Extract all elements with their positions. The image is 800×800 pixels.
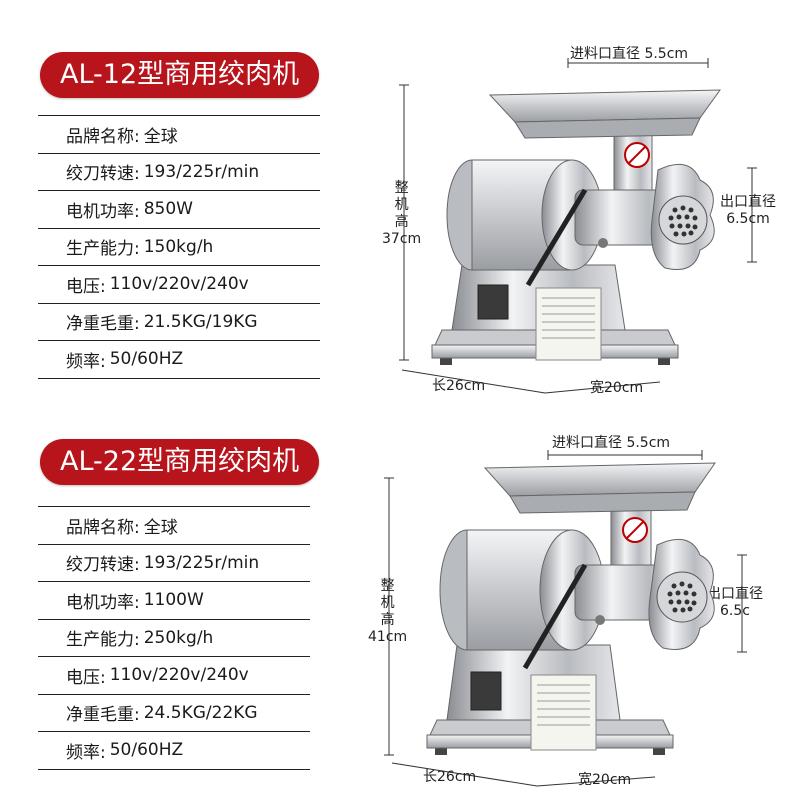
spec-value: 250kg/h [143, 627, 214, 648]
spec-table: 品牌名称:全球 绞刀转速:193/225r/min 电机功率:1100W 生产能… [38, 506, 310, 770]
spec-table: 品牌名称:全球 绞刀转速:193/225r/min 电机功率:850W 生产能力… [38, 115, 320, 379]
spec-row-speed: 绞刀转速:193/225r/min [38, 545, 310, 582]
height-value: 37cm [382, 231, 422, 247]
model-title: AL-12型商用绞肉机 [40, 52, 320, 98]
spec-value: 150kg/h [143, 236, 214, 257]
width-label: 宽20cm [578, 772, 632, 788]
spec-row-frequency: 频率:50/60HZ [38, 341, 320, 379]
spec-row-voltage: 电压:110v/220v/240v [38, 657, 310, 695]
spec-value: 850W [143, 199, 193, 220]
length-label: 长26cm [432, 378, 486, 394]
meat-grinder-image [431, 89, 721, 365]
height-char: 整 [394, 180, 409, 196]
height-char: 高 [394, 214, 409, 230]
height-label: 整 机 高 41cm [368, 578, 407, 646]
spec-value: 全球 [143, 517, 178, 538]
spec-label: 电压: [66, 276, 106, 297]
spec-value: 193/225r/min [143, 552, 260, 573]
spec-value: 50/60HZ [109, 349, 184, 370]
spec-value: 21.5KG/19KG [143, 311, 258, 332]
spec-row-capacity: 生产能力:250kg/h [38, 620, 310, 657]
spec-row-weight: 净重毛重:21.5KG/19KG [38, 304, 320, 341]
model-title: AL-22型商用绞肉机 [40, 439, 320, 485]
spec-label: 绞刀转速: [66, 555, 140, 576]
spec-row-weight: 净重毛重:24.5KG/22KG [38, 695, 310, 732]
height-char: 机 [394, 197, 409, 213]
model-section-al22: AL-22型商用绞肉机 品牌名称:全球 绞刀转速:193/225r/min 电机… [0, 400, 800, 800]
inlet-diameter-label: 进料口直径 5.5cm [570, 46, 689, 62]
height-char: 机 [380, 595, 395, 611]
dimension-lines [399, 58, 757, 394]
height-char: 高 [380, 612, 395, 628]
spec-row-brand: 品牌名称:全球 [38, 115, 320, 154]
length-label: 长26cm [423, 769, 477, 785]
spec-value: 193/225r/min [143, 161, 260, 182]
spec-row-capacity: 生产能力:150kg/h [38, 229, 320, 266]
spec-value: 24.5KG/22KG [143, 702, 258, 723]
spec-label: 频率: [66, 351, 106, 372]
spec-value: 全球 [143, 126, 178, 147]
dimension-lines [384, 450, 747, 787]
width-label: 宽20cm [590, 380, 644, 396]
spec-value: 110v/220v/240v [109, 665, 249, 686]
spec-row-brand: 品牌名称:全球 [38, 506, 310, 545]
spec-label: 电压: [66, 667, 106, 688]
spec-value: 1100W [143, 590, 204, 611]
outlet-value: 6.5c [720, 603, 750, 619]
spec-label: 频率: [66, 742, 106, 763]
outlet-diameter-label: 出口直径 6.5c [707, 586, 763, 620]
height-char: 整 [380, 578, 395, 594]
meat-grinder-image [426, 462, 716, 755]
outlet-label: 出口直径 [720, 194, 776, 210]
spec-value: 110v/220v/240v [109, 274, 249, 295]
height-label: 整 机 高 37cm [382, 180, 421, 248]
spec-label: 品牌名称: [66, 517, 140, 538]
height-value: 41cm [368, 629, 408, 645]
spec-row-power: 电机功率:1100W [38, 582, 310, 620]
spec-value: 50/60HZ [109, 740, 184, 761]
spec-label: 绞刀转速: [66, 164, 140, 185]
spec-label: 生产能力: [66, 239, 140, 260]
spec-label: 净重毛重: [66, 314, 140, 335]
spec-row-voltage: 电压:110v/220v/240v [38, 266, 320, 304]
model-section-al12: AL-12型商用绞肉机 品牌名称:全球 绞刀转速:193/225r/min 电机… [38, 46, 776, 396]
spec-row-speed: 绞刀转速:193/225r/min [38, 154, 320, 191]
spec-row-power: 电机功率:850W [38, 191, 320, 229]
spec-label: 生产能力: [66, 630, 140, 651]
inlet-diameter-label: 进料口直径 5.5cm [552, 435, 671, 451]
outlet-diameter-label: 出口直径 6.5cm [720, 194, 776, 228]
spec-label: 电机功率: [66, 592, 140, 613]
spec-label: 品牌名称: [66, 126, 140, 147]
spec-row-frequency: 频率:50/60HZ [38, 732, 310, 770]
outlet-value: 6.5cm [726, 211, 770, 227]
outlet-label: 出口直径 [707, 586, 763, 602]
spec-label: 净重毛重: [66, 705, 140, 726]
spec-label: 电机功率: [66, 201, 140, 222]
